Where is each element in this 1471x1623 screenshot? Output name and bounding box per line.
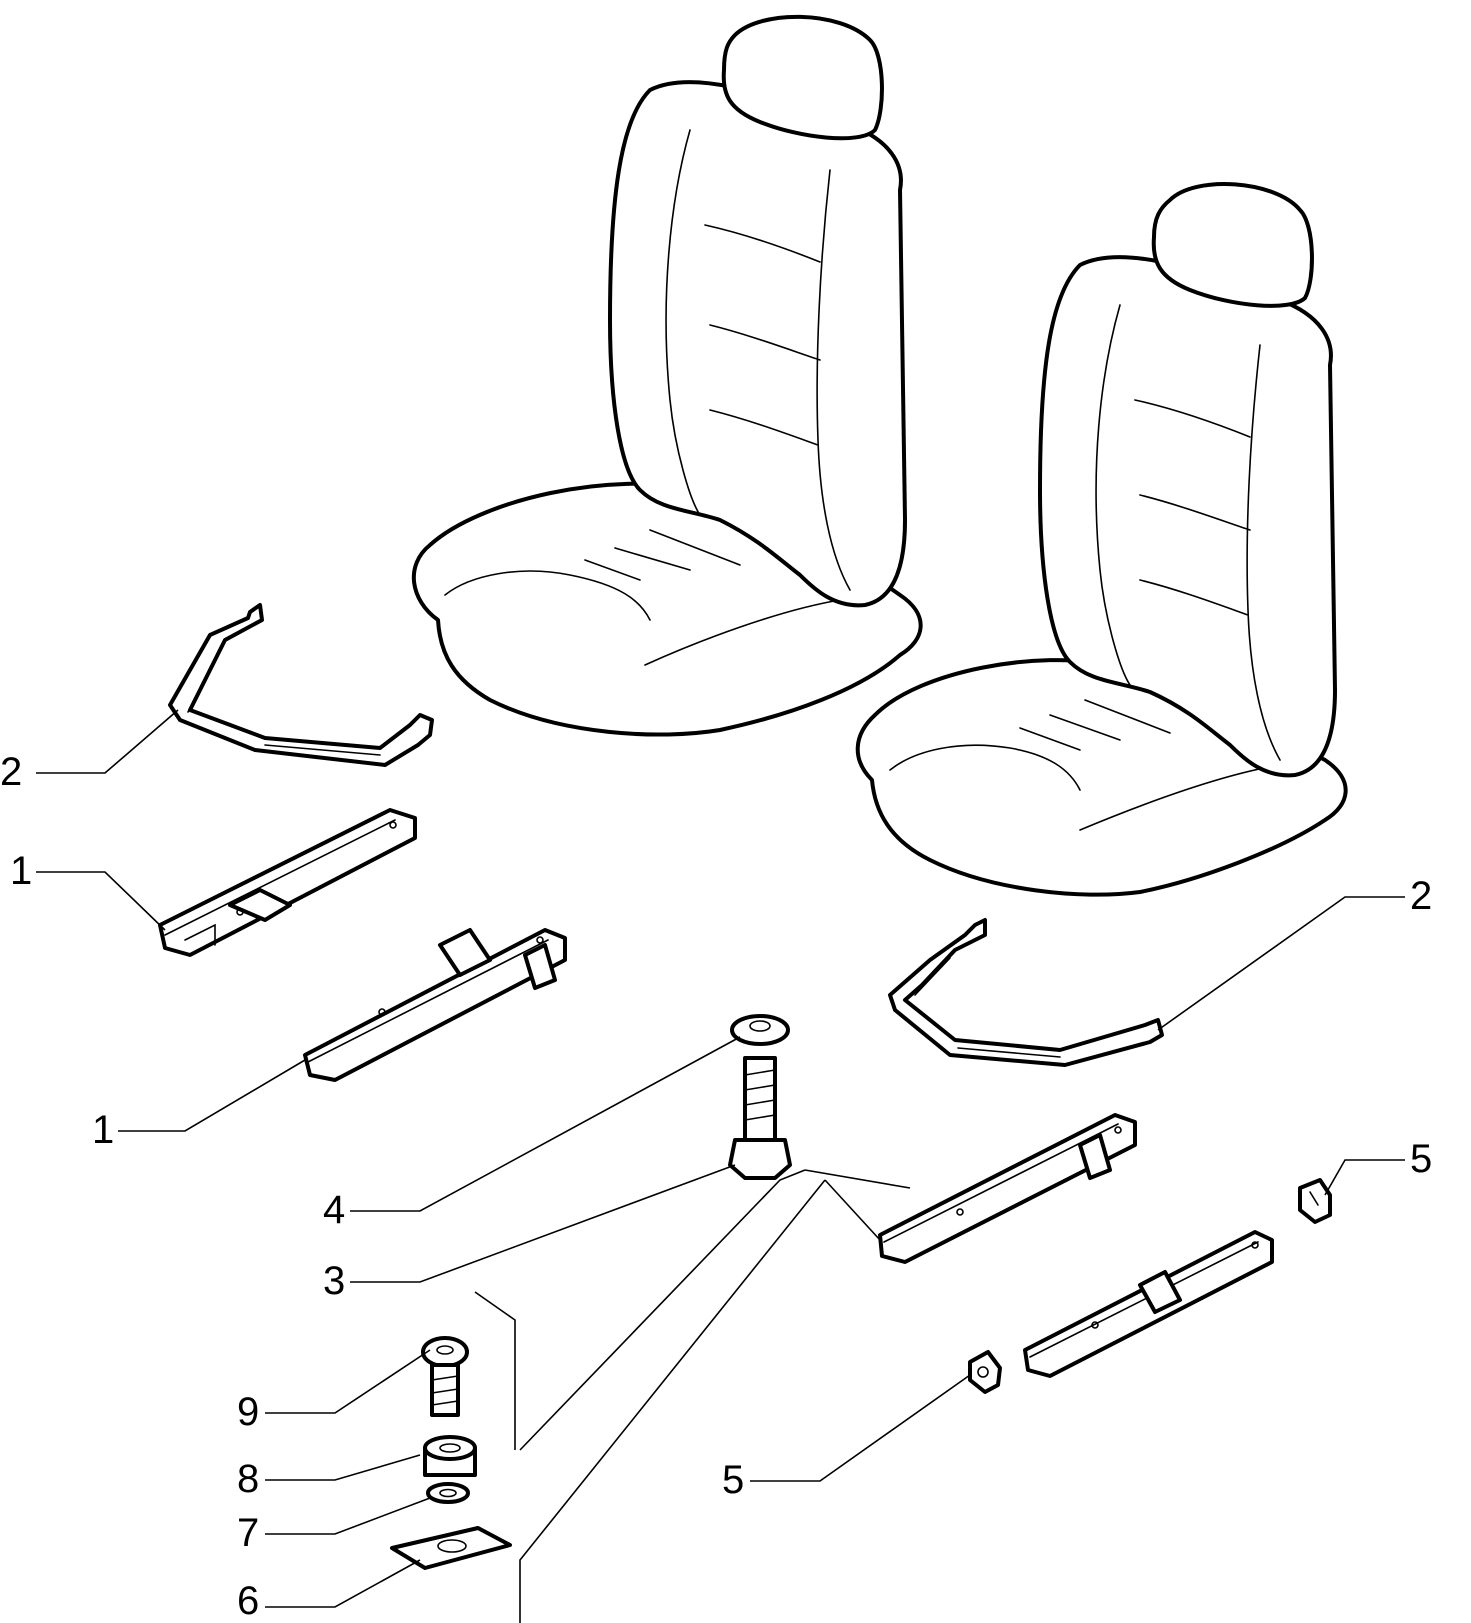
bracket-right (888, 918, 1164, 1067)
seat-right-headrest (1151, 182, 1314, 308)
callout-5-clip-lower: 5 (722, 1458, 745, 1502)
bolt-3 (728, 1056, 792, 1180)
screw-9 (421, 1336, 469, 1417)
plate-6 (390, 1526, 512, 1570)
rail-right-lower (1023, 1230, 1274, 1378)
seat-left (411, 14, 923, 737)
callout-2-right-bracket: 2 (1410, 874, 1433, 918)
leader-lines (36, 709, 1405, 1623)
rail-left-lower (303, 928, 567, 1082)
callout-7-washer: 7 (237, 1511, 260, 1555)
callout-8-spacer: 8 (237, 1457, 260, 1501)
callout-1-left-rail-upper: 1 (10, 849, 33, 893)
callout-3-bolt: 3 (323, 1259, 346, 1303)
seat-right (855, 182, 1348, 897)
bracket-left (168, 603, 434, 767)
callout-1-left-rail-lower: 1 (92, 1108, 115, 1152)
rail-right-upper (878, 1113, 1137, 1264)
callout-9-screw: 9 (237, 1390, 260, 1434)
callout-6-plate: 6 (237, 1579, 260, 1623)
clip-upper (1298, 1178, 1332, 1224)
clip-lower (968, 1350, 1002, 1394)
washer-7 (426, 1482, 470, 1504)
nut-4 (730, 1014, 790, 1046)
callout-5-clip-upper: 5 (1410, 1137, 1433, 1181)
callout-2-left-bracket: 2 (0, 750, 23, 794)
seat-left-headrest (721, 14, 884, 141)
rail-left-upper (158, 808, 417, 957)
callout-4-nut: 4 (323, 1188, 346, 1232)
spacer-8 (423, 1435, 477, 1477)
